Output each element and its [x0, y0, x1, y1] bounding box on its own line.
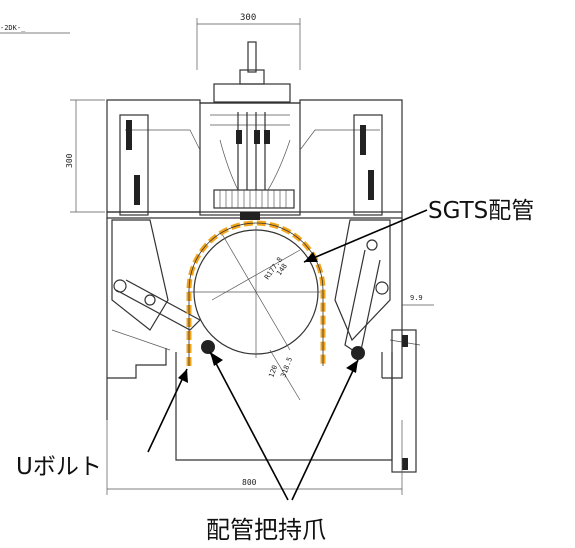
- lifting-handle: [213, 41, 291, 103]
- dimension-top-width: 300: [196, 13, 301, 70]
- lower-frame: [106, 329, 417, 473]
- svg-text:300: 300: [65, 153, 74, 168]
- u-bolt-highlight: [186, 220, 326, 366]
- central-actuator: [213, 112, 295, 220]
- svg-text:318.5: 318.5: [279, 356, 294, 379]
- dimension-gap: 9.9: [402, 294, 434, 306]
- svg-text:300: 300: [240, 13, 256, 23]
- right-clamp-arm: [334, 114, 421, 356]
- dimension-bottom-width: 800: [106, 420, 403, 495]
- label-sgts-pipe: SGTS配管: [428, 198, 534, 224]
- svg-text:800: 800: [242, 478, 257, 487]
- gripper-pin-right: [351, 346, 365, 360]
- frame-body: [106, 99, 403, 379]
- dimension-lower: 318.5 120: [267, 349, 301, 401]
- svg-text:9.9: 9.9: [410, 294, 423, 302]
- gripper-pin-left: [201, 340, 215, 354]
- left-clamp-arm: [111, 114, 201, 351]
- callout-arrows: [147, 209, 428, 501]
- svg-text:120: 120: [267, 364, 279, 379]
- label-pipe-gripper: 配管把持爪: [206, 516, 326, 544]
- drawing-code: -2DK-_: [0, 24, 26, 32]
- label-u-bolt: Uボルト: [16, 454, 102, 480]
- dimension-left-height: 300: [65, 99, 105, 213]
